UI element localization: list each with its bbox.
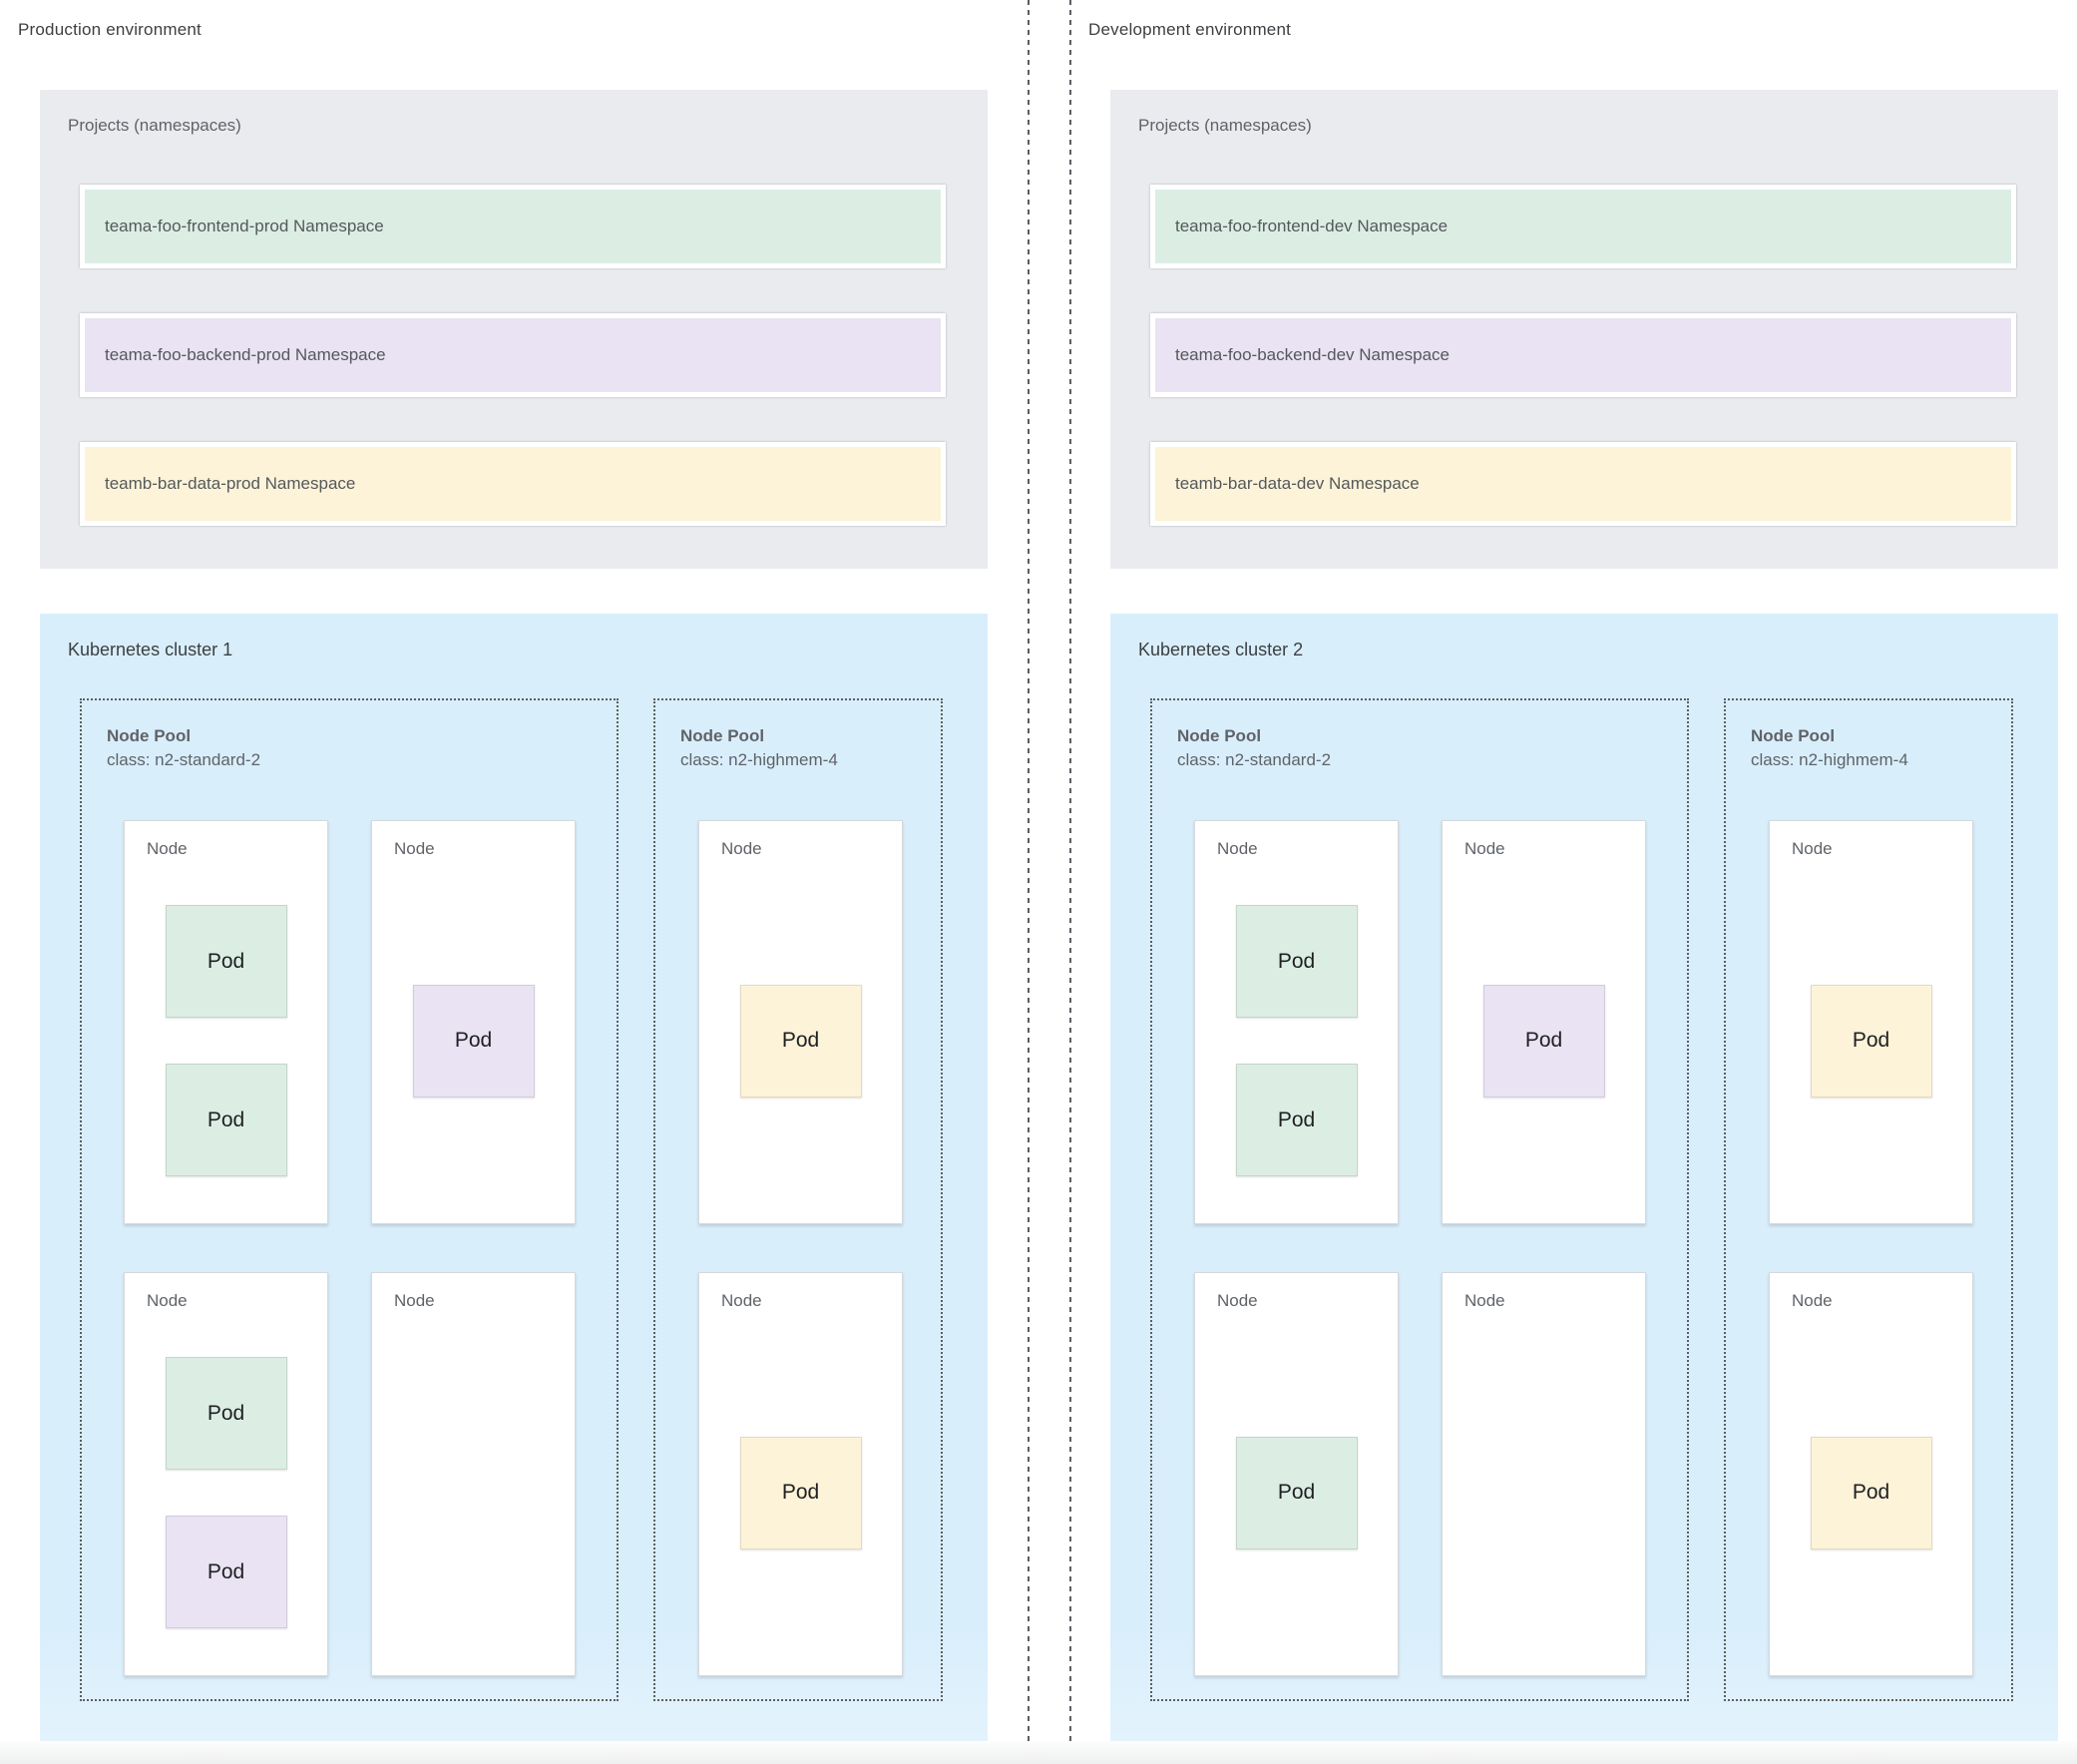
pods-area: Pod	[1770, 876, 1972, 1205]
pod: Pod	[739, 984, 862, 1098]
node-label: Node	[1217, 1291, 1258, 1310]
node-pool-class: class: n2-standard-2	[107, 750, 261, 769]
projects-title: Projects (namespaces)	[68, 116, 241, 135]
pod: Pod	[165, 1357, 287, 1470]
namespace-label: teamb-bar-data-dev Namespace	[1175, 474, 1420, 493]
namespace-label: teama-foo-frontend-prod Namespace	[105, 217, 384, 235]
node-label: Node	[394, 839, 435, 858]
pods-area: Pod	[1770, 1328, 1972, 1657]
pod: Pod	[412, 984, 535, 1098]
node-label: Node	[147, 839, 188, 858]
namespace-row: teama-foo-frontend-prod Namespace	[80, 185, 946, 268]
environment-divider-line-right	[1069, 0, 1071, 1764]
pods-area: Pod	[699, 1328, 902, 1657]
namespace-row: teama-foo-backend-prod Namespace	[80, 313, 946, 397]
pod: Pod	[1482, 984, 1605, 1098]
node-label: Node	[394, 1291, 435, 1310]
projects-box: Projects (namespaces) teama-foo-frontend-…	[40, 90, 988, 569]
namespace-label: teama-foo-backend-dev Namespace	[1175, 345, 1450, 364]
environment-divider-line-left	[1028, 0, 1030, 1764]
node-pool-title: Node Pool	[1751, 726, 1836, 745]
cluster-box: Kubernetes cluster 1 Node Pool class: n2-s…	[40, 614, 988, 1741]
namespace-label: teamb-bar-data-prod Namespace	[105, 474, 356, 493]
pods-area: Pod	[1443, 876, 1645, 1205]
node-box: Node	[1442, 1272, 1646, 1676]
node-pool-header: Node Pool class: n2-highmem-4	[680, 724, 838, 772]
pod: Pod	[1810, 984, 1932, 1098]
node-label: Node	[721, 1291, 762, 1310]
node-box: Node	[371, 1272, 576, 1676]
namespace-label: teama-foo-backend-prod Namespace	[105, 345, 386, 364]
pod: Pod	[1235, 1436, 1358, 1549]
node-pool-header: Node Pool class: n2-highmem-4	[1751, 724, 1908, 772]
pod: Pod	[165, 905, 287, 1018]
node-label: Node	[1217, 839, 1258, 858]
projects-box: Projects (namespaces) teama-foo-frontend-…	[1110, 90, 2058, 569]
node-pool-header: Node Pool class: n2-standard-2	[1177, 724, 1331, 772]
node-pool-class: class: n2-highmem-4	[1751, 750, 1908, 769]
bottom-edge-strip	[0, 1741, 2077, 1764]
cluster-title: Kubernetes cluster 1	[68, 640, 233, 660]
node-label: Node	[721, 839, 762, 858]
namespace-row: teamb-bar-data-dev Namespace	[1150, 442, 2016, 526]
node-label: Node	[1464, 1291, 1505, 1310]
node-pool-class: class: n2-highmem-4	[680, 750, 838, 769]
node-label: Node	[1464, 839, 1505, 858]
namespace-row: teama-foo-frontend-dev Namespace	[1150, 185, 2016, 268]
node-pool-title: Node Pool	[1177, 726, 1262, 745]
pod: Pod	[165, 1064, 287, 1176]
pods-area: Pod	[1195, 1328, 1398, 1657]
pods-area	[372, 1328, 575, 1657]
pods-area	[1443, 1328, 1645, 1657]
cluster-title: Kubernetes cluster 2	[1138, 640, 1304, 660]
node-label: Node	[1792, 1291, 1833, 1310]
node-pool-title: Node Pool	[107, 726, 192, 745]
node-label: Node	[147, 1291, 188, 1310]
node-pool-header: Node Pool class: n2-standard-2	[107, 724, 260, 772]
projects-title: Projects (namespaces)	[1138, 116, 1312, 135]
cluster-box: Kubernetes cluster 2 Node Pool class: n2-s…	[1110, 614, 2058, 1741]
pod: Pod	[1810, 1436, 1932, 1549]
environment-title: Development environment	[1088, 20, 1292, 39]
node-label: Node	[1792, 839, 1833, 858]
pod: Pod	[165, 1516, 287, 1628]
namespace-label: teama-foo-frontend-dev Namespace	[1175, 217, 1449, 235]
namespace-row: teama-foo-backend-dev Namespace	[1150, 313, 2016, 397]
pod: Pod	[739, 1436, 862, 1549]
namespace-row: teamb-bar-data-prod Namespace	[80, 442, 946, 526]
node-pool-title: Node Pool	[680, 726, 765, 745]
node-pool-class: class: n2-standard-2	[1177, 750, 1332, 769]
environment-title: Production environment	[18, 20, 202, 39]
pods-area: Pod	[372, 876, 575, 1205]
pods-area: Pod	[699, 876, 902, 1205]
pod: Pod	[1235, 905, 1358, 1018]
pod: Pod	[1235, 1064, 1358, 1176]
